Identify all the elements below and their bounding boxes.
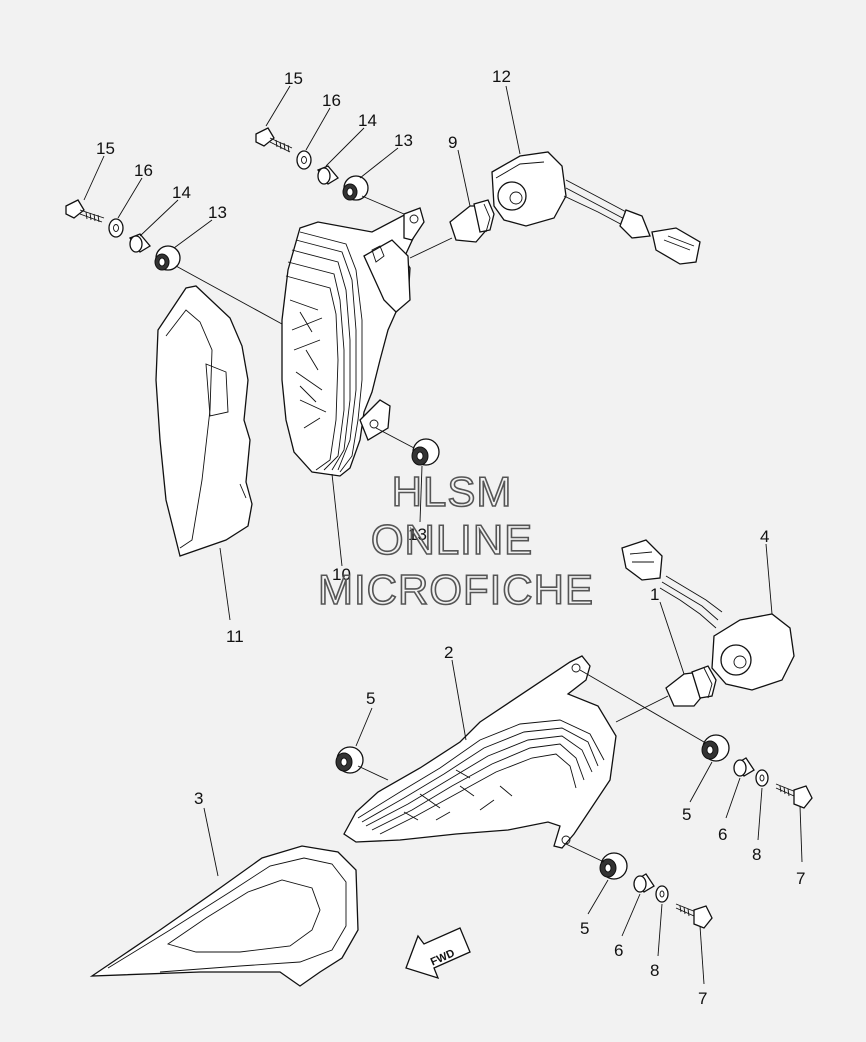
callout-6: 6: [614, 941, 623, 960]
washer-16-right: [296, 150, 312, 170]
callout-16: 16: [134, 161, 153, 180]
callout-2: 2: [444, 643, 453, 662]
callout-16: 16: [322, 91, 341, 110]
grommet-5-left: [335, 746, 364, 774]
callout-15: 15: [284, 69, 303, 88]
watermark-line-2: ONLINE: [371, 516, 533, 563]
callout-10: 10: [332, 565, 351, 584]
callout-labels: 15 16 14 13 12 9 15 16 14 13 13 10 11 4 …: [96, 67, 805, 1008]
callout-5: 5: [366, 689, 375, 708]
grommet-5-right-upper: [701, 734, 730, 762]
bulb-1: [665, 665, 717, 707]
callout-13: 13: [208, 203, 227, 222]
callout-13: 13: [394, 131, 413, 150]
washer-8-lower: [655, 885, 669, 903]
callout-1: 1: [650, 585, 659, 604]
socket-harness-4: [621, 539, 795, 691]
socket-harness-12: [491, 151, 701, 265]
callout-8: 8: [650, 961, 659, 980]
callout-5: 5: [580, 919, 589, 938]
grommet-13-left: [154, 245, 181, 271]
lamp-cover: [155, 285, 253, 557]
grommet-5-lower: [599, 852, 628, 880]
turn-signal-cover: [89, 845, 359, 987]
bolt-15-right: [255, 127, 293, 153]
bolt-15-left: [65, 199, 105, 223]
bulb-9: [449, 199, 495, 243]
forward-direction-arrow-icon: FWD: [405, 927, 471, 980]
callout-14: 14: [358, 111, 377, 130]
collar-14-left: [128, 233, 151, 253]
washer-16-left: [108, 218, 124, 238]
watermark-line-1: HLSM: [392, 468, 513, 515]
collar-6-lower: [633, 873, 655, 893]
callout-7: 7: [698, 989, 707, 1008]
collar-14-right: [316, 165, 339, 185]
callout-13: 13: [408, 525, 427, 544]
bolt-7-upper: [775, 783, 813, 809]
grommet-13-right: [342, 175, 369, 201]
callout-4: 4: [760, 527, 769, 546]
callout-12: 12: [492, 67, 511, 86]
leader-lines: [83, 85, 803, 985]
callout-14: 14: [172, 183, 191, 202]
callout-11: 11: [226, 627, 244, 646]
bolt-7-lower: [675, 903, 713, 929]
collar-6-upper: [733, 757, 755, 777]
callout-8: 8: [752, 845, 761, 864]
callout-5: 5: [682, 805, 691, 824]
callout-6: 6: [718, 825, 727, 844]
rear-lamp-housing: [281, 207, 425, 477]
watermark-line-3: MICROFICHE: [318, 566, 594, 613]
grommet-13-lower: [411, 438, 440, 466]
callout-9: 9: [448, 133, 457, 152]
callout-3: 3: [194, 789, 203, 808]
turn-signal-housing: [343, 655, 617, 849]
washer-8-upper: [755, 769, 769, 787]
watermark: HLSM ONLINE MICROFICHE: [317, 467, 594, 614]
callout-15: 15: [96, 139, 115, 158]
callout-7: 7: [796, 869, 805, 888]
